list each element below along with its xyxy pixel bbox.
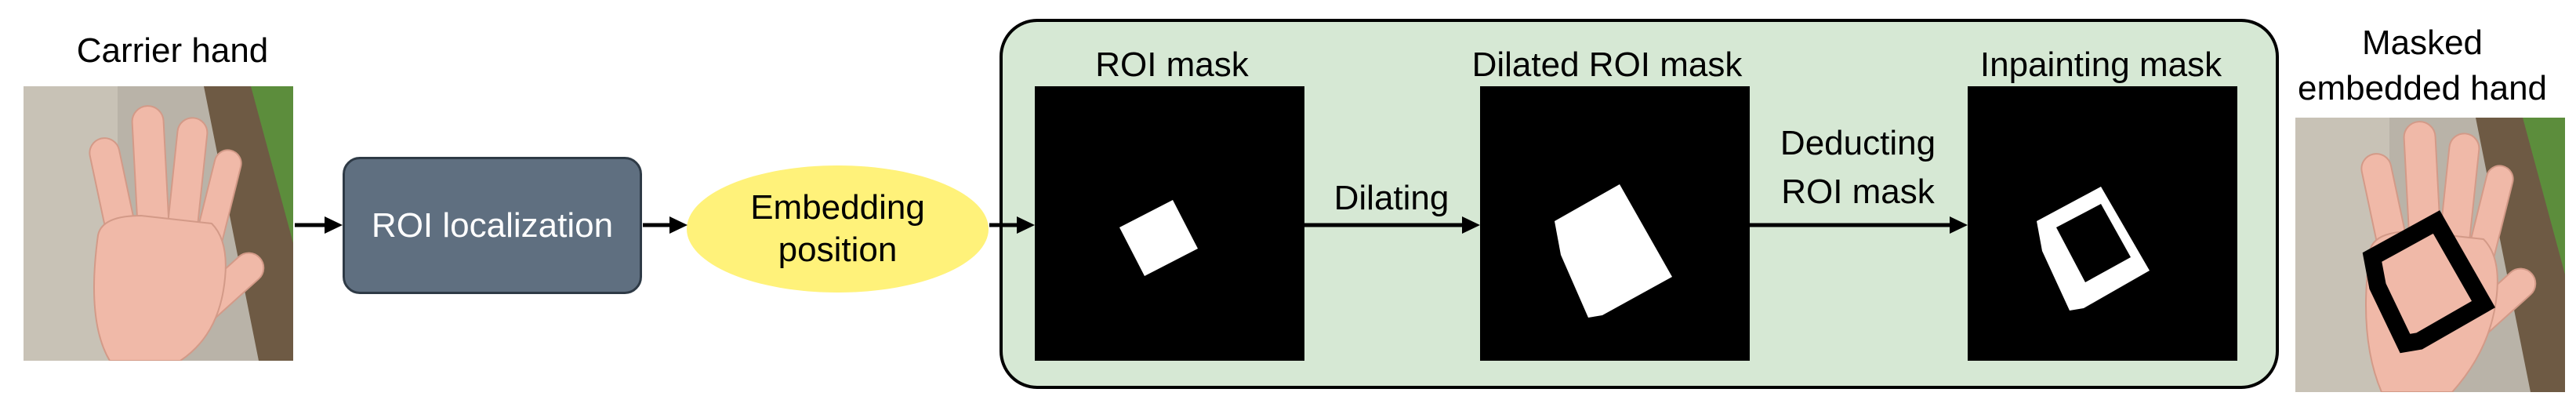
deducting-label-line2: ROI mask <box>1781 173 1935 211</box>
embedding-position-ellipse: Embedding position <box>687 165 989 293</box>
dilated-roi-shape <box>1555 184 1672 318</box>
roi-mask-image <box>1035 86 1304 361</box>
dilating-label: Dilating <box>1333 179 1449 217</box>
masked-embedded-hand-image <box>2295 118 2565 392</box>
masked-hand-title-line2: embedded hand <box>2297 69 2548 107</box>
roi-square <box>1119 200 1198 276</box>
inpainting-mask-image <box>1968 86 2237 361</box>
embedded-mask-ring <box>2362 210 2496 354</box>
dilated-roi-mask-image <box>1480 86 1750 361</box>
roi-mask-title: ROI mask <box>1095 45 1249 84</box>
roi-localization-label: ROI localization <box>371 205 614 245</box>
deducting-label-line1: Deducting <box>1780 124 1936 162</box>
embedding-position-line2: position <box>778 231 898 269</box>
embedding-position-line1: Embedding <box>750 188 925 227</box>
inpainting-mask-title: Inpainting mask <box>1979 45 2222 84</box>
masked-hand-title-line1: Masked <box>2361 24 2483 62</box>
dilated-roi-mask-title: Dilated ROI mask <box>1471 45 1743 84</box>
carrier-hand-title: Carrier hand <box>76 31 269 70</box>
carrier-hand-image <box>24 86 293 361</box>
inpainting-ring-inner <box>2056 204 2131 282</box>
roi-localization-box: ROI localization <box>343 157 642 294</box>
